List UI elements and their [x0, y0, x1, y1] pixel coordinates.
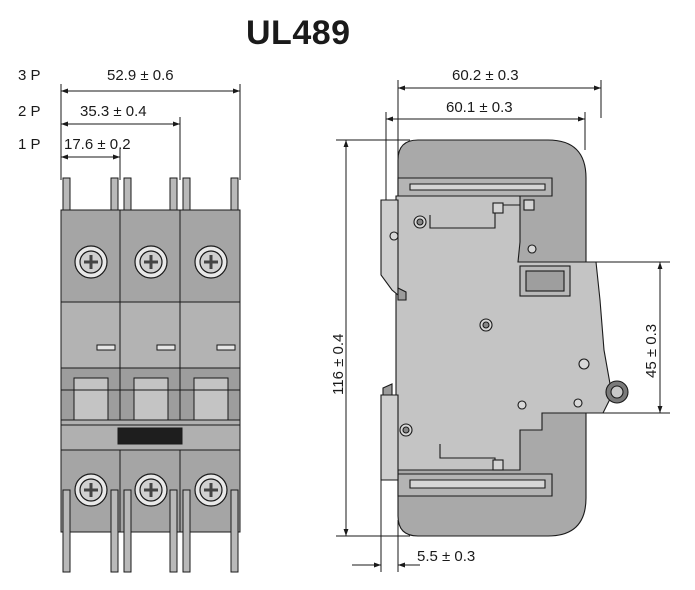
width-1p-label: 17.6 ± 0.2 — [64, 136, 131, 153]
screw-icon — [194, 473, 228, 507]
screw-icon — [194, 245, 228, 279]
breaker-front-view — [60, 177, 241, 573]
screw-icon — [74, 245, 108, 279]
screw-icon — [134, 245, 168, 279]
screw-icon — [74, 473, 108, 507]
rail-height-label: 45 ± 0.3 — [643, 324, 660, 378]
front-dimensions — [60, 84, 241, 180]
drawing-title: UL489 — [246, 14, 351, 52]
pole-label-3p: 3 P — [18, 67, 41, 84]
pole-label-2p: 2 P — [18, 103, 41, 120]
overall-depth-label: 60.2 ± 0.3 — [452, 67, 519, 84]
rail-offset-label: 5.5 ± 0.3 — [417, 548, 475, 565]
breaker-side-view — [380, 139, 629, 537]
height-label: 116 ± 0.4 — [330, 334, 347, 395]
body-depth-label: 60.1 ± 0.3 — [446, 99, 513, 116]
width-3p-label: 52.9 ± 0.6 — [107, 67, 174, 84]
screw-icon — [134, 473, 168, 507]
width-2p-label: 35.3 ± 0.4 — [80, 103, 147, 120]
pole-label-1p: 1 P — [18, 136, 41, 153]
